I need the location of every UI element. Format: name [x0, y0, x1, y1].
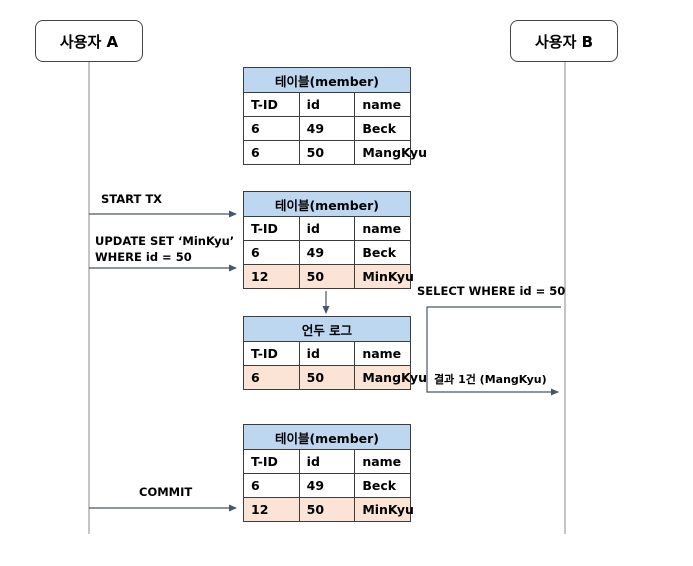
cell: 6 — [243, 365, 300, 390]
table-row-changed: 12 50 MinKyu — [243, 497, 414, 522]
col-header: name — [354, 341, 411, 366]
cell: 49 — [298, 240, 356, 265]
cell: MangKyu — [354, 365, 427, 390]
table-title: 테이블(member) — [243, 67, 411, 93]
cell: 12 — [243, 264, 300, 289]
table-row-undo: 6 50 MangKyu — [243, 365, 427, 390]
col-header: name — [354, 92, 411, 117]
table-header-row: T-ID id name — [243, 449, 411, 474]
cell: 6 — [243, 240, 300, 265]
cell: 49 — [298, 116, 356, 141]
start-tx-label: START TX — [101, 192, 163, 206]
result-label: 결과 1건 (MangKyu) — [434, 373, 547, 386]
member-table-committed: 테이블(member) T-ID id name 6 49 Beck 12 50… — [243, 424, 414, 522]
table-title: 테이블(member) — [243, 191, 411, 217]
table-row: 6 49 Beck — [243, 116, 411, 141]
cell: Beck — [354, 116, 411, 141]
col-header: T-ID — [243, 216, 300, 241]
table-header-row: T-ID id name — [243, 216, 411, 241]
table-row: 6 49 Beck — [243, 240, 411, 265]
col-header: T-ID — [243, 92, 300, 117]
cell: 50 — [298, 140, 356, 165]
update-label-line2: WHERE id = 50 — [95, 250, 192, 264]
table-title: 언두 로그 — [243, 316, 411, 342]
col-header: name — [354, 449, 411, 474]
cell: 6 — [243, 116, 300, 141]
col-header: id — [298, 341, 356, 366]
member-table-initial: 테이블(member) T-ID id name 6 49 Beck 6 50 … — [243, 67, 427, 165]
cell: 50 — [298, 264, 356, 289]
table-header-row: T-ID id name — [243, 92, 411, 117]
cell: 6 — [243, 473, 300, 498]
commit-label: COMMIT — [139, 485, 193, 499]
actor-a-box: 사용자 A — [35, 20, 143, 62]
cell: Beck — [354, 240, 411, 265]
col-header: id — [298, 449, 356, 474]
cell: 50 — [298, 365, 356, 390]
undo-log-table: 언두 로그 T-ID id name 6 50 MangKyu — [243, 316, 427, 390]
actor-a-label: 사용자 A — [59, 32, 119, 51]
actor-b-box: 사용자 B — [510, 20, 618, 62]
table-row: 6 49 Beck — [243, 473, 411, 498]
col-header: T-ID — [243, 449, 300, 474]
cell: 12 — [243, 497, 300, 522]
cell: MangKyu — [354, 140, 427, 165]
cell: 6 — [243, 140, 300, 165]
col-header: id — [298, 216, 356, 241]
col-header: id — [298, 92, 356, 117]
cell: Beck — [354, 473, 411, 498]
member-table-updated: 테이블(member) T-ID id name 6 49 Beck 12 50… — [243, 191, 414, 289]
select-bracket — [426, 306, 561, 396]
table-title: 테이블(member) — [243, 424, 411, 450]
cell: MinKyu — [354, 264, 414, 289]
cell: 50 — [298, 497, 356, 522]
table-row: 6 50 MangKyu — [243, 140, 427, 165]
actor-b-label: 사용자 B — [534, 32, 594, 51]
cell: MinKyu — [354, 497, 414, 522]
col-header: T-ID — [243, 341, 300, 366]
col-header: name — [354, 216, 411, 241]
update-label-line1: UPDATE SET ‘MinKyu’ — [95, 234, 235, 248]
select-label: SELECT WHERE id = 50 — [417, 284, 566, 298]
table-row-changed: 12 50 MinKyu — [243, 264, 414, 289]
table-header-row: T-ID id name — [243, 341, 411, 366]
cell: 49 — [298, 473, 356, 498]
